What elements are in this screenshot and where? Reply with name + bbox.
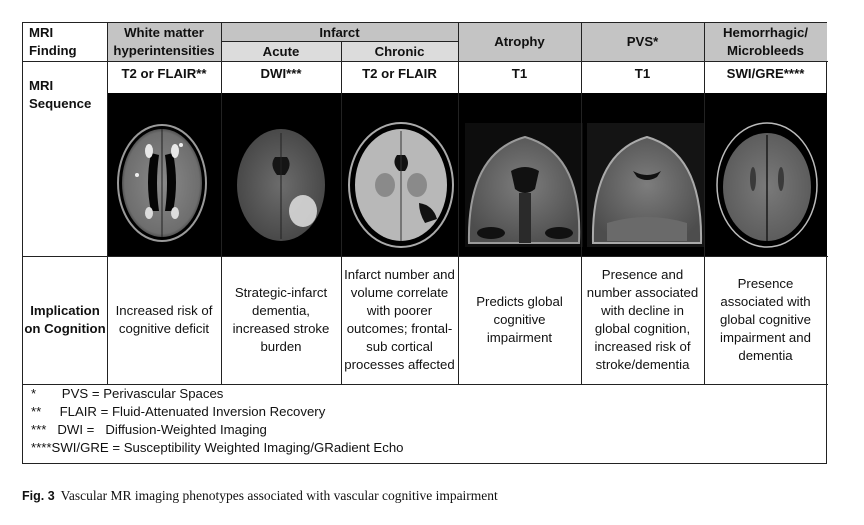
header-infarct: Infarct [221,23,458,42]
header-acute: Acute [221,42,341,61]
grid-line [458,23,460,384]
grid-line [221,41,458,43]
sequence-chronic: T2 or FLAIR [362,66,437,81]
grid-line [107,61,828,63]
sequence-acute: DWI*** [260,66,302,81]
figure-caption-text: Vascular MR imaging phenotypes associate… [60,488,498,503]
figure-caption: Fig. 3 Vascular MR imaging phenotypes ass… [22,488,498,504]
implication-acute: Strategic-infarct dementia, increased st… [232,285,330,354]
header-hemorrhagic: Hemorrhagic/ Microbleeds [704,23,827,61]
brain-image-pvs [587,123,705,247]
sequence-pvs: T1 [634,66,651,81]
sequence-wmh: T2 or FLAIR** [121,66,207,81]
grid-line [23,256,828,258]
sequence-hemorrhagic: SWI/GRE**** [726,66,805,81]
sequence-atrophy: T1 [511,66,528,81]
header-mri-finding: MRI Finding [29,25,77,58]
footnote-dwi: *** DWI = Diffusion-Weighted Imaging [31,422,267,437]
grid-line [581,23,583,384]
mri-phenotype-table: MRI Finding White matter hyperintensitie… [22,22,828,464]
mri-image-strip [107,93,827,257]
grid-line [23,61,107,63]
header-atrophy: Atrophy [458,23,581,61]
implication-pvs: Presence and number associated with decl… [586,267,699,372]
brain-image-wmh [117,124,207,242]
footnotes: * PVS = Perivascular Spaces ** FLAIR = F… [31,385,403,457]
row-label-implication: Implication on Cognition [24,303,106,336]
implication-hemorrhagic: Presence associated with global cognitiv… [720,276,811,363]
grid-line [107,23,109,384]
brain-image-atrophy [465,123,583,247]
footnote-swi: ****SWI/GRE = Susceptibility Weighted Im… [31,440,404,455]
brain-image-dwi [237,129,325,241]
implication-atrophy: Predicts global cognitive impairment [476,294,563,345]
brain-image-swi [716,122,818,248]
figure-label: Fig. 3 [22,489,55,503]
grid-line [704,23,706,384]
implication-chronic: Infarct number and volume correlate with… [344,267,455,372]
row-label-mri-sequence: MRI Sequence [29,78,92,111]
grid-line [341,41,343,384]
footnote-flair: ** FLAIR = Fluid-Attenuated Inversion Re… [31,404,326,419]
implication-wmh: Increased risk of cognitive deficit [115,303,213,336]
brain-image-chronic-infarct [348,122,454,248]
footnote-pvs: * PVS = Perivascular Spaces [31,386,224,401]
header-chronic: Chronic [341,42,458,61]
grid-line [221,23,223,384]
grid-line [23,384,828,386]
header-white-matter: White matter hyperintensities [107,23,221,61]
header-pvs: PVS* [581,23,704,61]
